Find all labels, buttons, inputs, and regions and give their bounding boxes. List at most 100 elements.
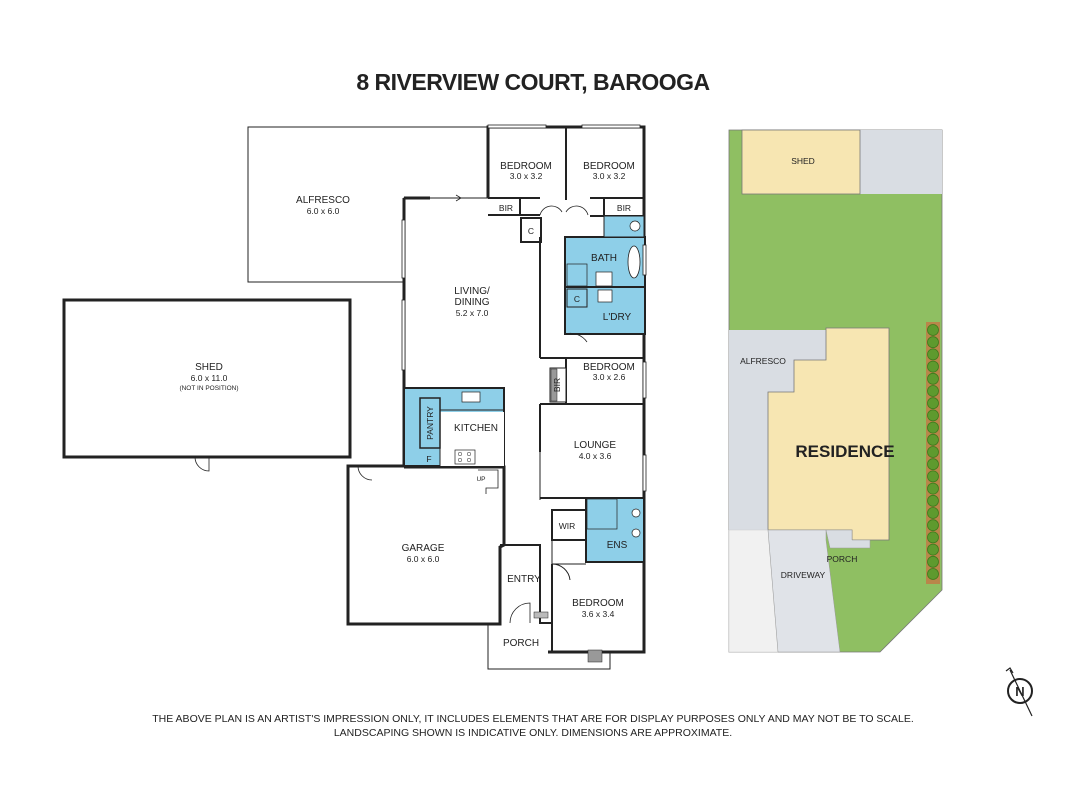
entry-door	[509, 602, 531, 624]
bedroom1-window	[487, 124, 547, 129]
room-dims: 3.0 x 2.6	[593, 372, 626, 382]
room-dims: 3.6 x 3.4	[582, 609, 615, 619]
shrub-icon	[927, 531, 939, 544]
room-name: BATH	[591, 253, 617, 264]
room-name: BEDROOM	[572, 598, 624, 609]
room-name: KITCHEN	[454, 423, 498, 434]
alfresco-area	[247, 126, 489, 283]
site-hedge	[926, 322, 940, 584]
shrub-icon	[927, 470, 939, 483]
shrub-icon	[927, 385, 939, 397]
kitchen-cooktop	[454, 449, 476, 465]
bath-window	[642, 244, 647, 276]
shrub-icon	[927, 421, 939, 434]
laundry-tub-icon	[597, 289, 613, 303]
bedroom-doors	[539, 205, 589, 216]
living-window-west1	[401, 219, 406, 279]
room-dims: 3.0 x 3.2	[593, 171, 626, 181]
site-porch	[825, 529, 871, 549]
bir-label: BIR	[552, 378, 562, 392]
shrub-icon	[927, 482, 939, 495]
shrub-icon	[927, 494, 939, 507]
site-porch-label: PORCH	[827, 554, 858, 564]
north-compass: N	[1005, 667, 1033, 717]
room-dims: 4.0 x 3.6	[579, 451, 612, 461]
kitchen-sink	[461, 391, 481, 403]
room-name: PORCH	[503, 638, 539, 649]
disclaimer-line-1: THE ABOVE PLAN IS AN ARTIST'S IMPRESSION…	[152, 713, 914, 725]
ensuite-toilet	[631, 528, 641, 538]
toilet-icon	[629, 220, 641, 232]
site-residence-label: RESIDENCE	[795, 442, 894, 461]
bir-label: BIR	[617, 203, 631, 213]
floor-plan	[62, 124, 647, 670]
shrub-icon	[927, 372, 939, 385]
site-shed-paving	[860, 130, 942, 194]
master-bedroom-walls	[551, 564, 644, 653]
site-labels: SHED ALFRESCO RESIDENCE DRIVEWAY PORCH	[740, 156, 895, 580]
bedroom1-south-wall	[488, 197, 540, 216]
bedroom3-bir-hatch	[550, 368, 558, 402]
shrub-icon	[927, 543, 939, 556]
room-name: L'DRY	[603, 312, 632, 323]
wir-label: WIR	[559, 521, 576, 531]
shed-outline	[62, 298, 352, 459]
shrub-icon	[927, 409, 939, 422]
site-alfresco	[729, 330, 826, 530]
bir-label: BIR	[499, 203, 513, 213]
porch-outline	[487, 624, 611, 670]
linen-cupboard-1	[520, 217, 542, 243]
room-dims: 6.0 x 6.0	[407, 554, 440, 564]
shower-bath	[566, 263, 588, 287]
room-name: ALFRESCO	[296, 195, 350, 206]
ensuite-basin	[631, 508, 641, 518]
bedroom2-window	[581, 124, 641, 129]
room-name: ENTRY	[507, 574, 541, 585]
shed-door	[194, 456, 210, 472]
room-note: (NOT IN POSITION)	[179, 385, 238, 392]
room-name: SHED	[195, 362, 223, 373]
shrub-icon	[927, 446, 939, 458]
room-labels: ALFRESCO 6.0 x 6.0 SHED 6.0 x 11.0 (NOT …	[179, 161, 634, 649]
shrub-icon	[927, 507, 939, 519]
site-driveway-label: DRIVEWAY	[781, 570, 826, 580]
room-name: DINING	[455, 297, 490, 308]
shrub-icon	[927, 397, 939, 410]
room-dims: 5.2 x 7.0	[456, 308, 489, 318]
master-window	[587, 649, 603, 663]
up-label: UP	[476, 476, 485, 483]
laundry-c	[566, 288, 588, 308]
fridge-space	[420, 447, 441, 466]
slider-arrow	[430, 194, 462, 202]
room-name: LIVING/	[454, 286, 490, 297]
ensuite-label: ENS	[607, 540, 628, 551]
bathtub-icon	[627, 245, 641, 279]
room-name: GARAGE	[402, 543, 445, 554]
entry-sidelight	[533, 611, 549, 619]
room-name: BEDROOM	[583, 161, 635, 172]
garage-step	[478, 469, 499, 494]
entry-walls	[500, 544, 552, 624]
room-name: BEDROOM	[583, 362, 635, 373]
bedroom3-window	[642, 361, 647, 399]
site-plan	[728, 129, 943, 653]
site-alfresco-label: ALFRESCO	[740, 356, 786, 366]
shrub-icon	[927, 433, 939, 446]
site-shed-label: SHED	[791, 156, 815, 166]
laundry-door	[564, 332, 588, 343]
shrub-icon	[927, 336, 939, 349]
disclaimer-line-2: LANDSCAPING SHOWN IS INDICATIVE ONLY. DI…	[334, 727, 732, 739]
shrub-icon	[927, 568, 939, 580]
site-driveway	[767, 529, 841, 653]
cupboard-label: C	[528, 226, 534, 236]
compass-label: N	[1015, 684, 1024, 699]
shrub-icon	[927, 324, 939, 336]
living-window-west2	[401, 299, 406, 371]
room-name: BEDROOM	[500, 161, 552, 172]
shrub-icon	[927, 360, 939, 373]
fridge-label: F	[426, 454, 431, 464]
room-name: LOUNGE	[574, 440, 617, 451]
room-dims: 3.0 x 3.2	[510, 171, 543, 181]
vanity-icon	[595, 271, 613, 287]
